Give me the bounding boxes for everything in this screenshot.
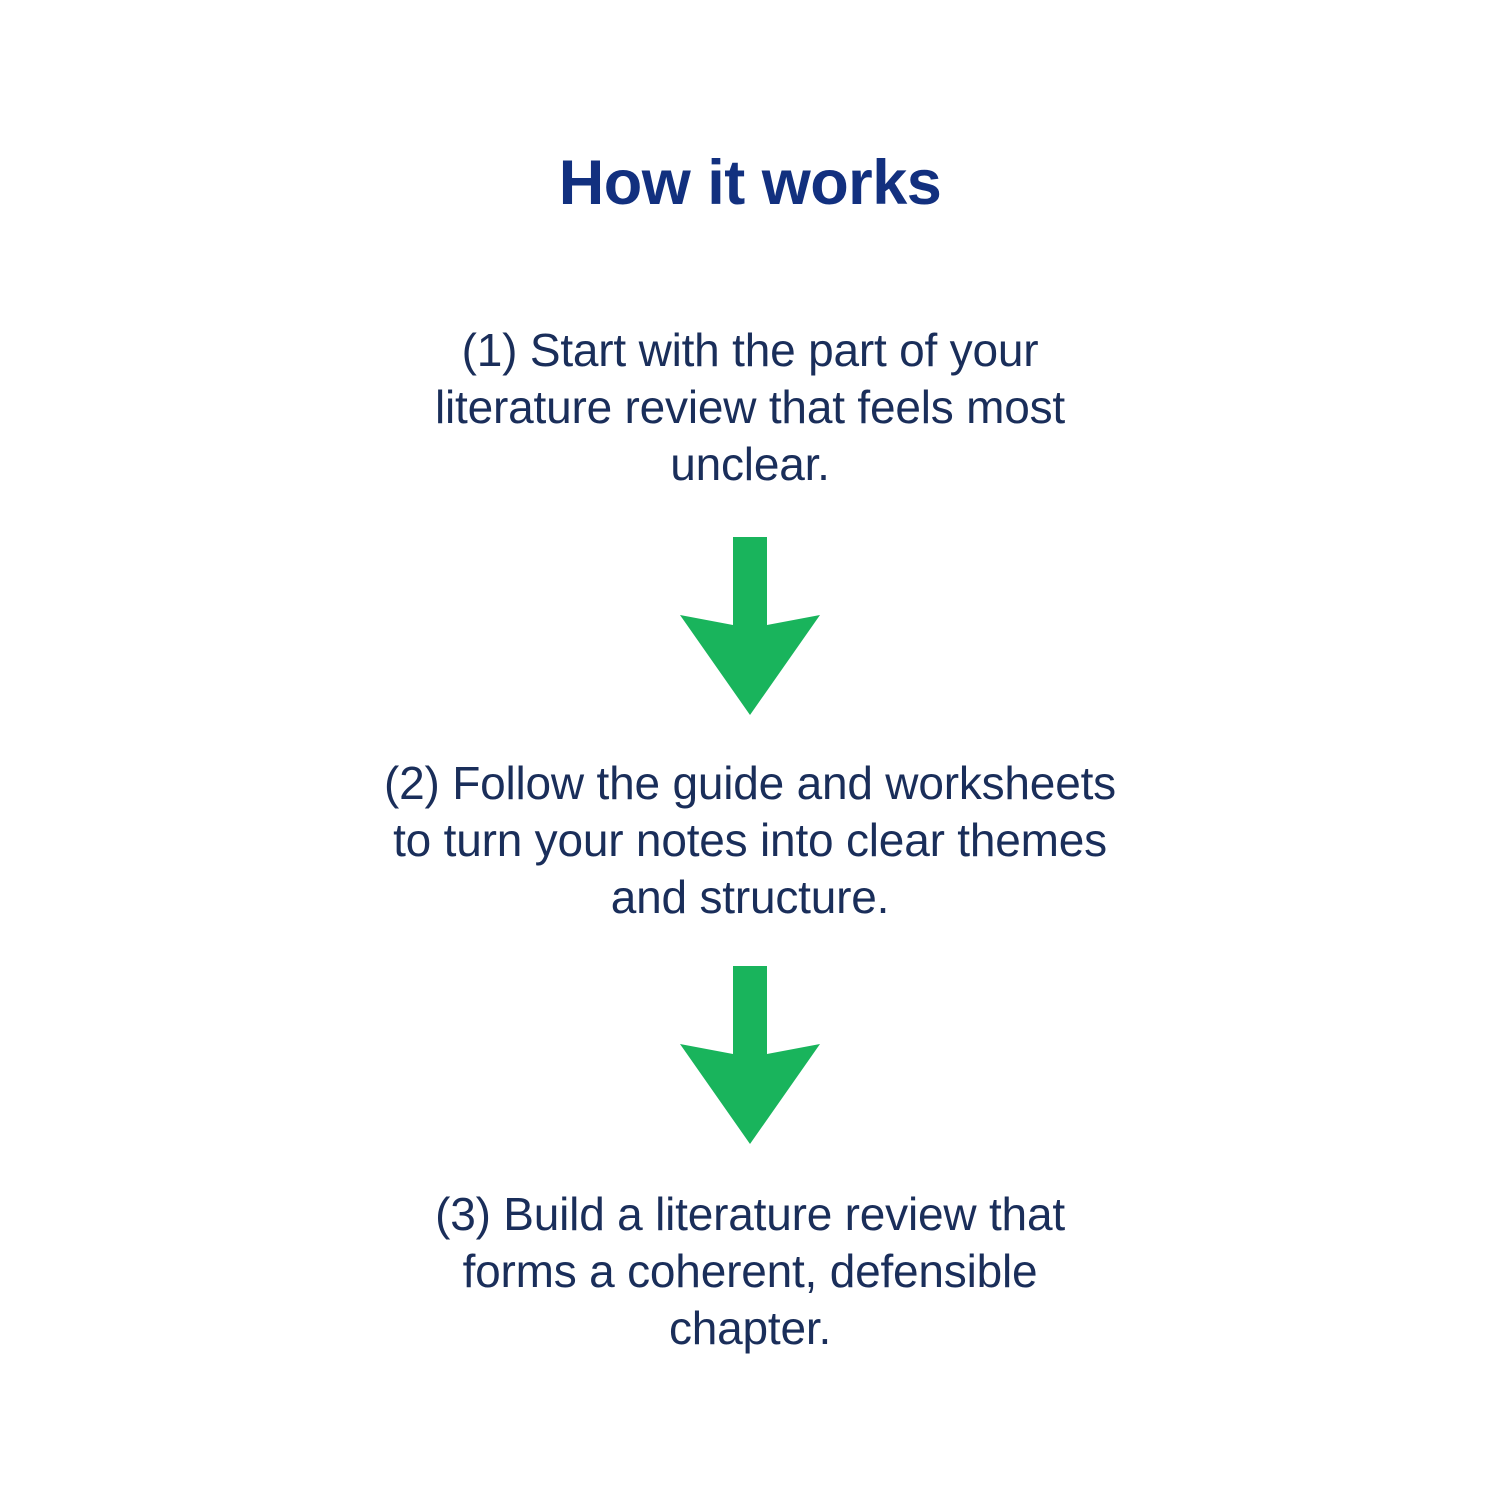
step-2-text: (2) Follow the guide and worksheets to t… [384,757,1116,923]
page-title: How it works [558,148,942,218]
arrow-down-icon-1 [680,537,820,715]
arrow-down-icon-2 [680,966,820,1144]
step-1-text: (1) Start with the part of your literatu… [435,324,1065,490]
step-3-text: (3) Build a literature review that forms… [435,1188,1065,1354]
steps-flow: (1) Start with the part of your literatu… [0,322,1500,1357]
